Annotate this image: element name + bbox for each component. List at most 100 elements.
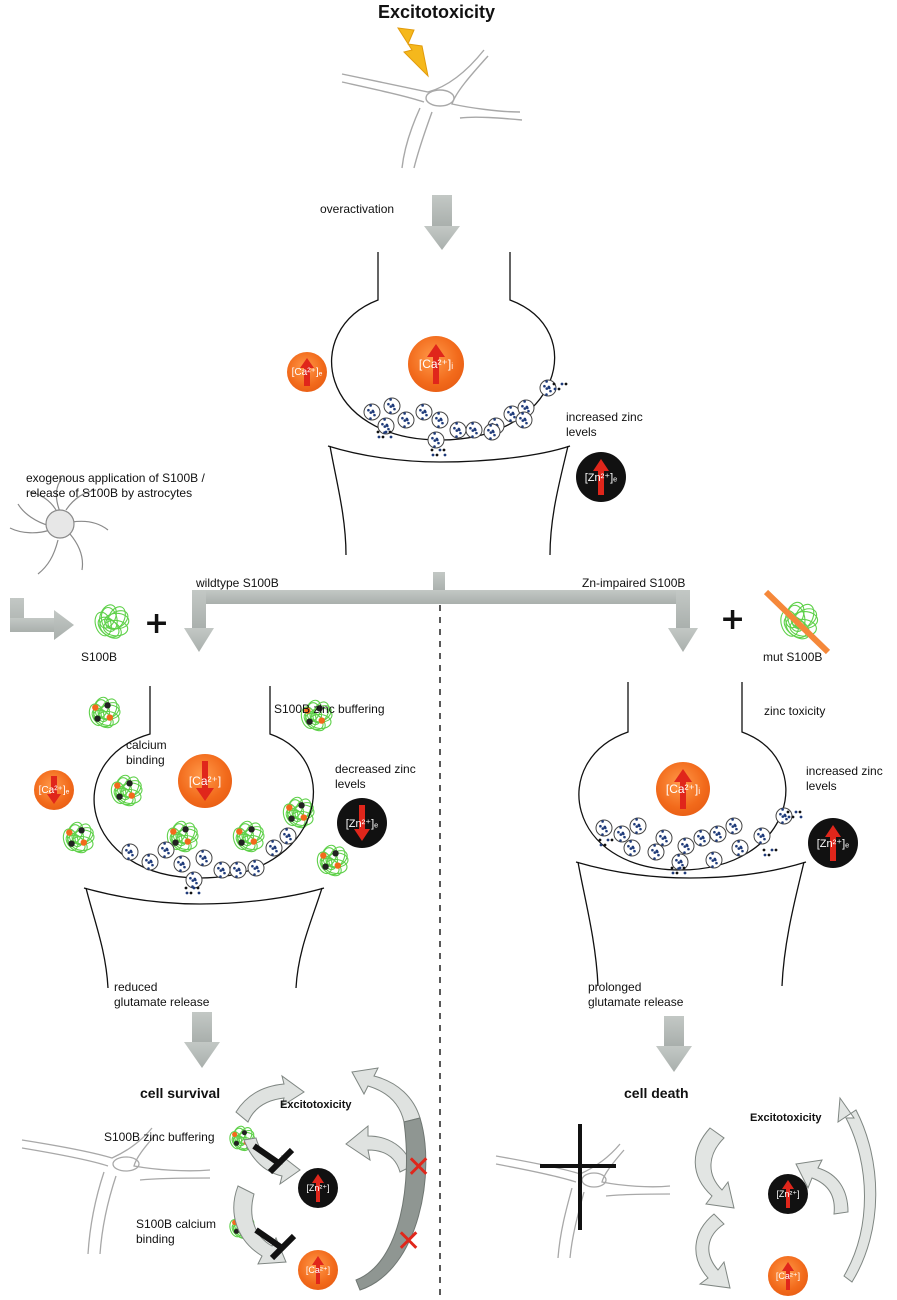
zinc-dot bbox=[671, 871, 675, 875]
zinc-dot bbox=[389, 435, 393, 439]
s100b-protein-icon bbox=[232, 820, 265, 853]
s100b-protein-icon bbox=[282, 796, 315, 829]
vesicle bbox=[647, 843, 665, 861]
ca-death-cycle-icon: [Ca²⁺] bbox=[768, 1256, 808, 1296]
zinc-dot bbox=[384, 430, 388, 434]
left-vesicles bbox=[121, 827, 297, 895]
arrow-down-icon bbox=[354, 805, 370, 841]
release-arrow bbox=[10, 598, 74, 640]
top-synapse bbox=[327, 252, 571, 556]
vesicle bbox=[229, 861, 247, 879]
exogenous-label-1: exogenous application of S100B / bbox=[26, 471, 205, 485]
zinc-dot bbox=[430, 448, 434, 452]
zinc-dot bbox=[598, 838, 602, 842]
zinc-dot bbox=[799, 815, 803, 819]
top-neuron-icon bbox=[341, 49, 523, 169]
vesicle bbox=[363, 403, 381, 421]
survival-cycle-band bbox=[355, 1117, 427, 1291]
zinc-dot bbox=[791, 815, 795, 819]
zinc-dot bbox=[552, 382, 556, 386]
vesicle bbox=[623, 839, 641, 857]
vesicle bbox=[279, 827, 297, 845]
reduced-release-label-1: reduced bbox=[114, 980, 158, 994]
arrow-up-icon bbox=[300, 358, 314, 386]
zinc-dot bbox=[794, 810, 798, 814]
reduced-release-label-2: glutamate release bbox=[114, 995, 210, 1009]
zinc-dot bbox=[435, 453, 439, 457]
vesicle bbox=[397, 411, 415, 429]
lightning-icon bbox=[397, 27, 429, 78]
wildtype-label: wildtype S100B bbox=[196, 576, 279, 590]
zinc-dot bbox=[763, 853, 767, 857]
s100b-protein-icon bbox=[300, 699, 333, 732]
zinc-dot bbox=[189, 891, 193, 895]
vesicle bbox=[465, 421, 483, 439]
vesicle bbox=[725, 817, 743, 835]
vesicle bbox=[595, 819, 613, 837]
calcium-binding-label-1: calcium bbox=[126, 738, 167, 752]
ca-survival-cycle-icon: [Ca²⁺] bbox=[298, 1250, 338, 1290]
ca-extracellular-left-icon: [Ca²⁺]ₑ bbox=[34, 770, 74, 810]
vesicle bbox=[213, 861, 231, 879]
arrow-up-icon bbox=[782, 1180, 794, 1208]
zinc-dot bbox=[599, 843, 603, 847]
ca-intracellular-left-icon: [Ca²⁺] bbox=[178, 754, 232, 808]
increased-zinc-top-label-1: increased zinc bbox=[566, 410, 643, 424]
bottom-calcium-binding-label-1: S100B calcium bbox=[136, 1217, 217, 1231]
zinc-dot bbox=[683, 871, 687, 875]
zinc-dot bbox=[786, 810, 790, 814]
exogenous-label-2: release of S100B by astrocytes bbox=[26, 486, 193, 500]
vesicle bbox=[427, 431, 445, 449]
zinc-dot bbox=[557, 387, 561, 391]
top-vesicles bbox=[363, 379, 568, 457]
vesicle bbox=[449, 421, 467, 439]
astrocyte-icon bbox=[9, 477, 109, 575]
ion-label: [Zn²⁺]ₑ bbox=[345, 817, 379, 830]
zn-death-cycle-icon: [Zn²⁺] bbox=[768, 1174, 808, 1214]
vesicle bbox=[677, 837, 695, 855]
decreased-zinc-label-2: levels bbox=[335, 777, 366, 791]
death-cross-icon bbox=[540, 1124, 616, 1230]
ion-label: [Ca²⁺]ᵢ bbox=[418, 357, 454, 371]
calcium-binding-label-2: binding bbox=[126, 753, 165, 767]
ion-label: [Ca²⁺] bbox=[305, 1264, 331, 1275]
vesicle bbox=[157, 841, 175, 859]
arrow-up-icon bbox=[674, 769, 692, 809]
s100b-zinc-buffering-label: S100B zinc buffering bbox=[274, 702, 385, 716]
ca-extracellular-top-icon: [Ca²⁺]ₑ bbox=[287, 352, 327, 392]
bottom-calcium-binding-label-2: binding bbox=[136, 1232, 175, 1246]
s100b-protein-icon bbox=[316, 844, 349, 877]
blocked-x-icon: ✕ bbox=[396, 1224, 422, 1259]
plus-sign-right: + bbox=[720, 602, 746, 637]
death-cycle-title: Excitotoxicity bbox=[750, 1112, 822, 1124]
s100b-protein-icon bbox=[166, 820, 199, 853]
zinc-dot bbox=[431, 453, 435, 457]
vesicle bbox=[141, 853, 159, 871]
vesicle bbox=[539, 379, 557, 397]
vesicle bbox=[195, 849, 213, 867]
vesicle bbox=[431, 411, 449, 429]
plus-sign-left: + bbox=[144, 606, 170, 641]
vesicle bbox=[265, 839, 283, 857]
zn-survival-cycle-icon: [Zn²⁺] bbox=[298, 1168, 338, 1208]
arrow-up-icon bbox=[427, 344, 445, 384]
vesicle bbox=[483, 423, 501, 441]
vesicle bbox=[185, 871, 203, 889]
split-arrow bbox=[184, 572, 698, 652]
ion-label: [Zn²⁺]ₑ bbox=[584, 471, 618, 484]
arrow-up-icon bbox=[312, 1174, 324, 1202]
vesicle bbox=[377, 417, 395, 435]
vesicle bbox=[515, 411, 533, 429]
zinc-dot bbox=[603, 843, 607, 847]
zn-impaired-label: Zn-impaired S100B bbox=[582, 576, 686, 590]
flow-arrow-survival bbox=[184, 1012, 220, 1068]
vesicle bbox=[753, 827, 771, 845]
vesicle bbox=[383, 397, 401, 415]
zn-extracellular-left-icon: [Zn²⁺]ₑ bbox=[337, 798, 387, 848]
overactivation-label: overactivation bbox=[320, 202, 395, 216]
zinc-dot bbox=[798, 810, 802, 814]
zinc-dot bbox=[443, 453, 447, 457]
zinc-dot bbox=[767, 853, 771, 857]
s100b-protein-icon bbox=[94, 604, 130, 639]
